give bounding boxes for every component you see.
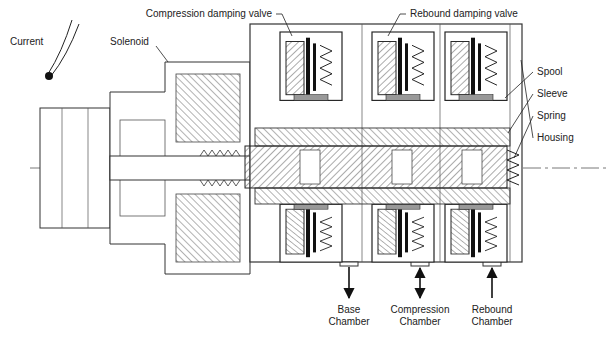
- leader-line: [156, 14, 533, 158]
- leader-line: [521, 60, 533, 138]
- solenoid-body: [176, 74, 240, 142]
- leader-line: [505, 72, 533, 98]
- solenoid-body: [62, 108, 63, 228]
- spool: [245, 146, 507, 188]
- part-label: Sleeve: [537, 88, 568, 100]
- part-label: Spool: [537, 66, 563, 78]
- flow-arrow: [349, 267, 492, 298]
- flow-arrow: [419, 268, 421, 298]
- spool: [392, 150, 412, 184]
- spool: [462, 150, 482, 184]
- rebound-valve: [372, 204, 434, 262]
- sleeve: [255, 128, 510, 146]
- return-spring: [507, 150, 519, 185]
- spool: [245, 146, 507, 188]
- solenoid-body: [40, 62, 250, 274]
- valve-housing: [250, 24, 522, 262]
- leader-line: [156, 46, 168, 62]
- damping-valve: [445, 204, 507, 262]
- part-label: Spring: [537, 110, 566, 122]
- valve-housing: [411, 262, 429, 266]
- flow-arrow: [348, 267, 350, 298]
- damping-valve: [445, 32, 507, 100]
- solenoid-body: [110, 156, 250, 180]
- valve-label: Compression damping valve: [146, 8, 272, 20]
- leader-line: [514, 116, 533, 158]
- current-wire: [45, 20, 79, 80]
- solenoid-body: [176, 194, 240, 262]
- chamber-label: Compression Chamber: [388, 304, 452, 328]
- current-wire: [48, 20, 72, 74]
- flow-arrow: [491, 268, 493, 298]
- return-spring: [507, 150, 519, 185]
- solenoid-body: [88, 108, 89, 228]
- current-wire: [51, 24, 79, 76]
- signal-label: Current: [10, 36, 43, 48]
- solenoid-body: [110, 62, 250, 274]
- part-label: Housing: [537, 132, 574, 144]
- leader-line: [388, 14, 406, 36]
- part-label: Solenoid: [110, 36, 149, 48]
- current-wire: [45, 72, 53, 80]
- valve-housing: [483, 262, 501, 266]
- valve-housing: [250, 24, 522, 266]
- chamber-label: Base Chamber: [322, 304, 376, 328]
- rebound-valve: [372, 32, 434, 100]
- solenoid-body: [200, 150, 240, 156]
- solenoid-body: [200, 180, 240, 186]
- leader-line: [276, 14, 292, 36]
- chamber-label: Rebound Chamber: [461, 304, 523, 328]
- valve-housing: [340, 262, 358, 266]
- spool: [300, 150, 320, 184]
- compression-valve: [280, 204, 342, 262]
- valve-label: Rebound damping valve: [410, 8, 518, 20]
- compression-valve: [280, 32, 342, 100]
- sleeve: [255, 188, 510, 204]
- solenoid-body: [40, 108, 110, 228]
